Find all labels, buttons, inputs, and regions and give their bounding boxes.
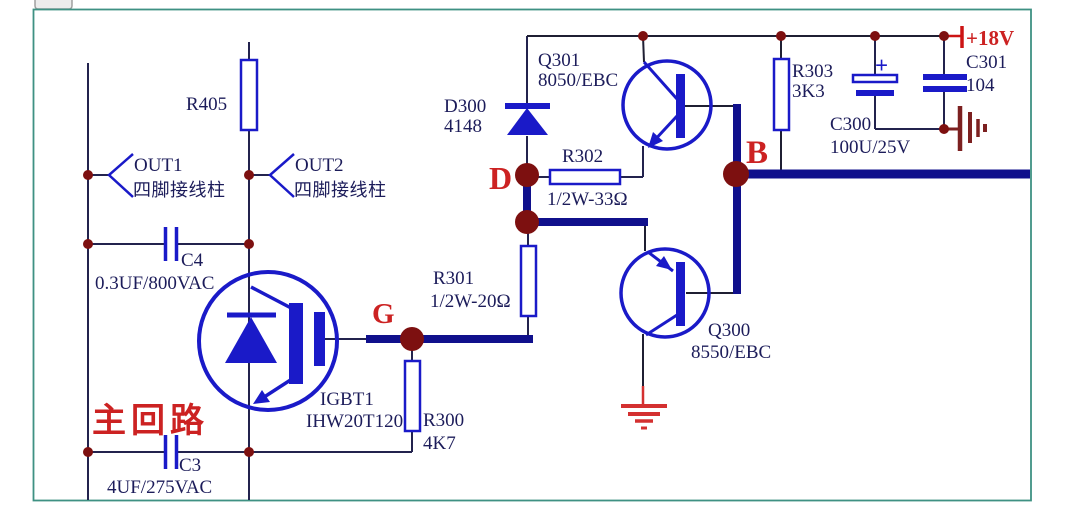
- c3-value: 4UF/275VAC: [107, 477, 212, 498]
- r301-designator: R301: [433, 268, 474, 289]
- igbt1-value: IHW20T120: [306, 411, 403, 432]
- node-dot-B: [723, 161, 749, 187]
- node-dot-D: [515, 163, 539, 187]
- node-label-gate: G: [372, 298, 395, 330]
- r303-value: 3K3: [792, 81, 825, 102]
- capacitor-C3[interactable]: C3 4UF/275VAC: [107, 435, 212, 498]
- c301-value: 104: [966, 75, 995, 96]
- r302-designator: R302: [562, 146, 603, 167]
- r405-designator: R405: [186, 94, 227, 115]
- r300-designator: R300: [423, 410, 464, 431]
- igbt1-designator: IGBT1: [320, 389, 374, 410]
- capacitor-C300[interactable]: + C300 100U/25V: [830, 53, 911, 158]
- capacitor-C4[interactable]: C4 0.3UF/800VAC: [95, 227, 214, 294]
- c301-designator: C301: [966, 52, 1007, 73]
- c3-designator: C3: [179, 455, 201, 476]
- out1-label: OUT1: [134, 155, 183, 176]
- resistor-R302[interactable]: R302 1/2W-33Ω: [547, 146, 628, 210]
- resistor-R303[interactable]: R303 3K3: [772, 57, 833, 132]
- ground-symbol: [621, 386, 667, 430]
- r300-value: 4K7: [423, 433, 456, 454]
- capacitor-C301[interactable]: C301 104: [923, 52, 1007, 96]
- transistor-Q301[interactable]: Q301 8050/EBC: [538, 50, 713, 151]
- connector-out2[interactable]: OUT2 四脚接线柱: [268, 153, 387, 200]
- resistor-R405[interactable]: R405: [186, 58, 259, 132]
- node-label-drive: D: [489, 160, 512, 196]
- connector-out1[interactable]: OUT1 四脚接线柱: [107, 153, 226, 200]
- q300-value: 8550/EBC: [691, 342, 771, 363]
- c300-designator: C300: [830, 114, 871, 135]
- q301-designator: Q301: [538, 50, 580, 71]
- power-rail-label: +18V: [966, 26, 1014, 50]
- c300-value: 100U/25V: [830, 137, 911, 158]
- resistor-R300[interactable]: R300 4K7: [403, 359, 464, 454]
- out2-description: 四脚接线柱: [294, 180, 387, 200]
- r301-value: 1/2W-20Ω: [430, 291, 511, 312]
- out2-label: OUT2: [295, 155, 344, 176]
- node-dot-D2: [515, 210, 539, 234]
- node-dot-G: [400, 327, 424, 351]
- d300-value: 4148: [444, 116, 482, 137]
- igbt-emitter-arrow: [253, 390, 270, 404]
- resistor-R301[interactable]: R301 1/2W-20Ω: [430, 244, 538, 318]
- r303-designator: R303: [792, 61, 833, 82]
- q300-emitter-arrow: [656, 256, 672, 270]
- igbt-body-diode: [225, 317, 277, 363]
- q301-emitter-arrow: [648, 132, 663, 148]
- q301-value: 8050/EBC: [538, 70, 618, 91]
- igbt-IGBT1[interactable]: IGBT1 IHW20T120: [197, 270, 403, 432]
- wires-thin: [87, 35, 945, 500]
- r302-value: 1/2W-33Ω: [547, 189, 628, 210]
- window-tab-fragment[interactable]: [34, 0, 73, 10]
- main-loop-label: 主回路: [92, 402, 209, 440]
- junction-dots: [83, 31, 949, 457]
- c300-polarity: +: [875, 53, 888, 78]
- transistor-Q300[interactable]: Q300 8550/EBC: [619, 247, 771, 363]
- node-label-base: B: [746, 135, 768, 171]
- d300-designator: D300: [444, 96, 486, 117]
- q300-designator: Q300: [708, 320, 750, 341]
- c4-value: 0.3UF/800VAC: [95, 273, 214, 294]
- out1-description: 四脚接线柱: [133, 180, 226, 200]
- c4-designator: C4: [181, 250, 204, 271]
- diode-D300[interactable]: D300 4148: [444, 96, 550, 137]
